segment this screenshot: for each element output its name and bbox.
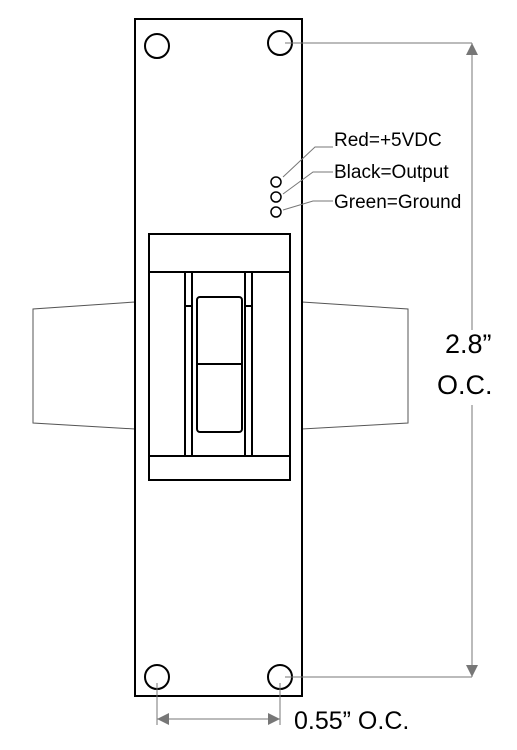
right-flange [301,301,409,430]
sensor-window [196,296,243,433]
leader-line-green [282,200,333,211]
vertical-dimension-value: 2.8” [445,329,492,359]
vertical-dimension [285,42,478,678]
horizontal-dimension-label: 0.55” O.C. [294,707,409,735]
wire-pin-red [270,176,282,188]
left-flange [32,301,136,430]
wire-pin-black [270,191,282,203]
leader-line-black [282,171,333,195]
horizontal-dimension [156,683,281,725]
wire-label-green: Green=Ground [334,192,461,213]
wire-label-red: Red=+5VDC [334,130,442,151]
wire-label-black: Black=Output [334,162,449,183]
wire-pin-green [270,206,282,218]
leader-line-red [282,146,333,178]
mounting-hole-top-left [144,33,170,59]
vertical-dimension-unit: O.C. [437,370,493,400]
